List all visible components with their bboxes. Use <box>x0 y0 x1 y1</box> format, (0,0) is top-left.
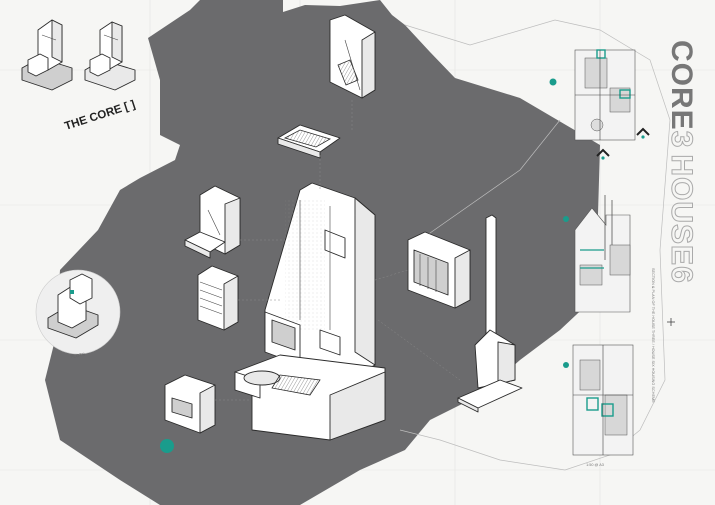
module-upper-left <box>184 185 241 259</box>
side-caption: SECTION & PLAN OF THE HOUSE THREE / HOUS… <box>651 268 655 403</box>
plots-label: PLOTS <box>70 352 85 359</box>
main-title: CORE3HOUSE6 <box>665 40 699 284</box>
plan-middle-section <box>574 195 631 313</box>
chevron-north-icon <box>596 148 610 160</box>
plus-icon <box>667 318 675 326</box>
circle-marker-icon <box>160 439 174 453</box>
module-bottom-left <box>164 374 216 434</box>
title-house-word: HOUSE <box>665 154 698 266</box>
core-reference-model-left <box>21 19 73 91</box>
core-reference-model-right <box>84 21 136 91</box>
svg-text:CORE3HOUSE6: CORE3HOUSE6 <box>665 40 698 284</box>
plan-top <box>574 49 636 141</box>
scale-label: 1:50 @ A3 <box>586 463 604 467</box>
floor-platform-exploded <box>277 124 341 159</box>
chimney-element <box>457 214 523 413</box>
title-house-number: 6 <box>665 266 698 284</box>
central-core-tower <box>264 182 376 379</box>
title-core-number: 3 <box>665 131 698 149</box>
module-box-right <box>407 231 471 309</box>
circle-marker-icon <box>563 216 569 222</box>
circle-marker-icon <box>549 78 557 86</box>
core-title: THE CORE [ ] <box>63 99 137 133</box>
explode-guides <box>215 100 461 401</box>
stair-tower-exploded <box>329 14 376 99</box>
circle-marker-icon <box>563 362 569 368</box>
module-slatted-left <box>197 265 239 331</box>
chevron-north-icon <box>636 127 650 139</box>
core-base-plinth <box>234 354 386 441</box>
title-core-word: CORE <box>665 40 698 131</box>
plots-inset: PLOTS <box>35 269 121 359</box>
plan-bottom <box>572 344 634 456</box>
site-boundary <box>399 19 671 471</box>
